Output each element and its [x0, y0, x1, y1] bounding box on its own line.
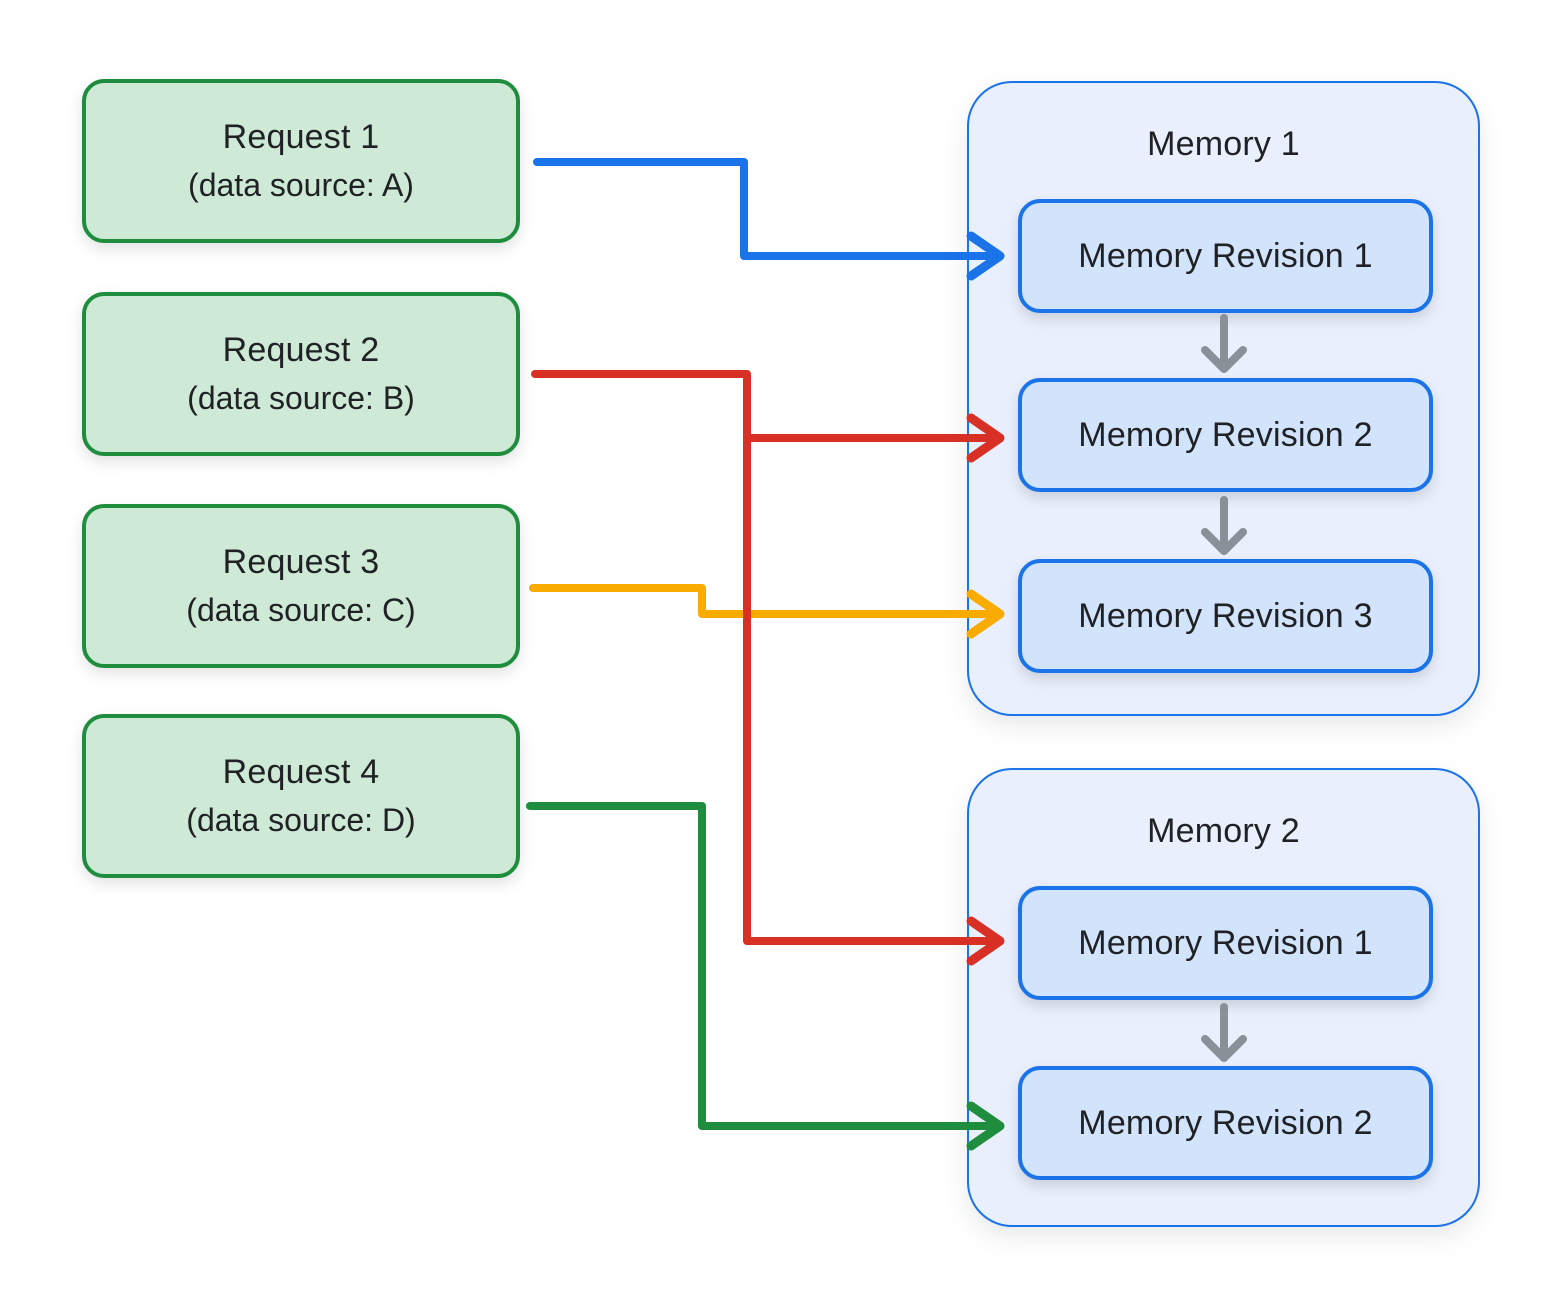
connector-request4-to-memory2-revision2	[526, 802, 1005, 1151]
connector-line	[531, 370, 1000, 442]
memory-1-container: Memory 1 Memory Revision 1 Memory Revisi…	[967, 81, 1480, 716]
connector-line	[533, 158, 1000, 260]
request-3-subtitle: (data source: C)	[186, 592, 416, 628]
connector-line	[529, 584, 1000, 618]
memory-2-revision-2-box: Memory Revision 2	[1018, 1066, 1433, 1180]
memory-2-revision-1-box: Memory Revision 1	[1018, 886, 1433, 1000]
request-4-box: Request 4 (data source: D)	[82, 714, 520, 878]
memory-1-revision-2-box: Memory Revision 2	[1018, 378, 1433, 492]
connector-line	[526, 802, 1000, 1130]
memory-1-revision-3-box: Memory Revision 3	[1018, 559, 1433, 673]
request-2-title: Request 2	[222, 331, 380, 369]
request-2-box: Request 2 (data source: B)	[82, 292, 520, 456]
request-1-box: Request 1 (data source: A)	[82, 79, 520, 243]
connector-request2-to-memory1-revision2-and-memory2-revision1	[531, 370, 1005, 966]
memory-2-title: Memory 2	[1147, 812, 1300, 850]
memory-1-title: Memory 1	[1147, 125, 1300, 163]
memory-2-container: Memory 2 Memory Revision 1 Memory Revisi…	[967, 768, 1480, 1227]
request-3-box: Request 3 (data source: C)	[82, 504, 520, 668]
connector-line	[743, 434, 1000, 945]
request-2-subtitle: (data source: B)	[187, 380, 415, 416]
connector-request3-to-memory1-revision3	[529, 584, 1005, 639]
request-4-subtitle: (data source: D)	[186, 802, 416, 838]
request-4-title: Request 4	[222, 753, 380, 791]
request-1-title: Request 1	[222, 118, 380, 156]
connector-request1-to-memory1-revision1	[533, 158, 1005, 281]
request-3-title: Request 3	[222, 543, 380, 581]
memory-1-revision-1-box: Memory Revision 1	[1018, 199, 1433, 313]
request-1-subtitle: (data source: A)	[188, 167, 414, 203]
